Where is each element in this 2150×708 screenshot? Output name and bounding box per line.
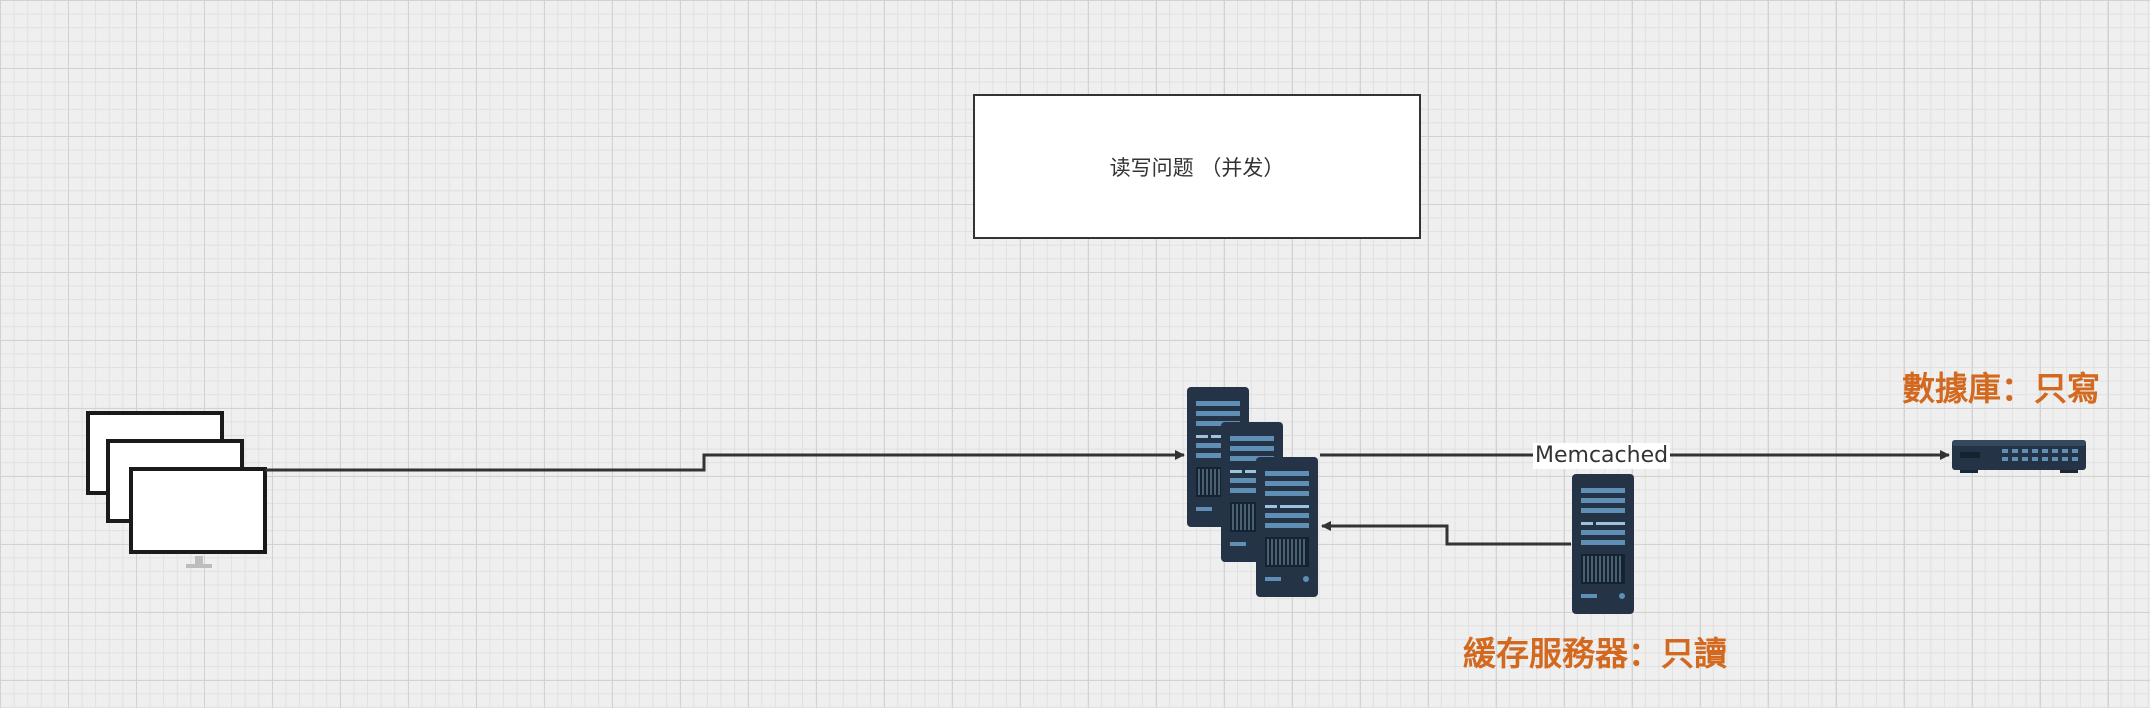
cache-server-icon — [1571, 473, 1635, 615]
server-rack-icon — [1186, 386, 1319, 598]
monitor-icon — [129, 467, 267, 568]
monitor-stack-icon — [86, 411, 267, 568]
cache-server-label: 緩存服務器：只讀 — [1463, 634, 1727, 673]
memcached-edge-label[interactable]: Memcached — [1533, 443, 1671, 469]
title-box[interactable]: 读写问题 （并发） — [973, 94, 1421, 239]
server-icon — [1255, 456, 1319, 598]
network-switch-icon — [1952, 440, 2086, 473]
cache-to-app-connector[interactable] — [1321, 521, 1571, 546]
client-to-app-connector[interactable] — [265, 450, 1185, 472]
database-label: 數據庫：只寫 — [1902, 369, 2100, 408]
title-text: 读写问题 （并发） — [1109, 155, 1285, 180]
